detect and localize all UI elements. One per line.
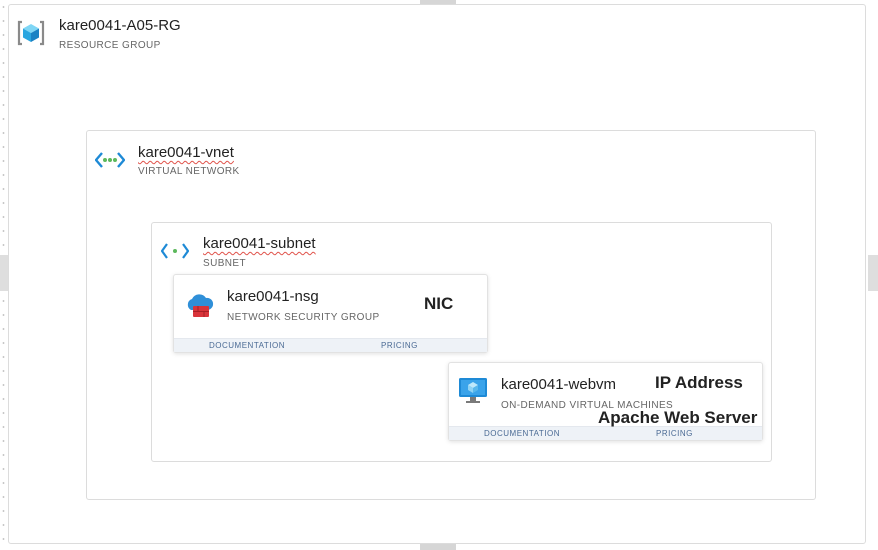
resource-group-type: RESOURCE GROUP — [59, 40, 161, 51]
nsg-documentation-link[interactable]: DOCUMENTATION — [209, 341, 285, 350]
network-security-group-card[interactable]: DOCUMENTATION PRICING — [173, 274, 488, 353]
vm-pricing-link[interactable]: PRICING — [656, 429, 693, 438]
top-resize-handle[interactable] — [420, 0, 456, 5]
virtual-network-name[interactable]: kare0041-vnet — [138, 144, 234, 161]
left-resize-handle[interactable] — [0, 255, 8, 291]
vm-documentation-link[interactable]: DOCUMENTATION — [484, 429, 560, 438]
nsg-pricing-link[interactable]: PRICING — [381, 341, 418, 350]
nsg-name[interactable]: kare0041-nsg — [227, 288, 319, 305]
nic-label: NIC — [424, 294, 454, 313]
resource-group-name[interactable]: kare0041-A05-RG — [59, 17, 181, 34]
bottom-resize-handle[interactable] — [420, 544, 456, 550]
subnet-type: SUBNET — [203, 258, 246, 269]
subnet-name[interactable]: kare0041-subnet — [203, 235, 316, 252]
network-security-group-icon — [187, 294, 214, 317]
right-resize-handle[interactable] — [868, 255, 878, 291]
virtual-machine-card[interactable]: DOCUMENTATION PRICING — [448, 362, 763, 441]
vm-card-footer: DOCUMENTATION PRICING — [449, 426, 762, 440]
resource-group-icon — [17, 20, 45, 46]
subnet-icon — [161, 243, 189, 259]
apache-web-server-label: Apache Web Server — [598, 408, 758, 427]
vm-type: ON-DEMAND VIRTUAL MACHINES — [501, 400, 674, 411]
ip-address-label: IP Address — [655, 373, 743, 392]
virtual-network-icon — [95, 152, 125, 168]
nsg-card-footer: DOCUMENTATION PRICING — [174, 338, 487, 352]
nsg-type: NETWORK SECURITY GROUP — [227, 312, 380, 323]
virtual-network-type: VIRTUAL NETWORK — [138, 166, 240, 177]
virtual-machine-icon — [459, 378, 487, 403]
vm-name[interactable]: kare0041-webvm — [501, 376, 617, 393]
